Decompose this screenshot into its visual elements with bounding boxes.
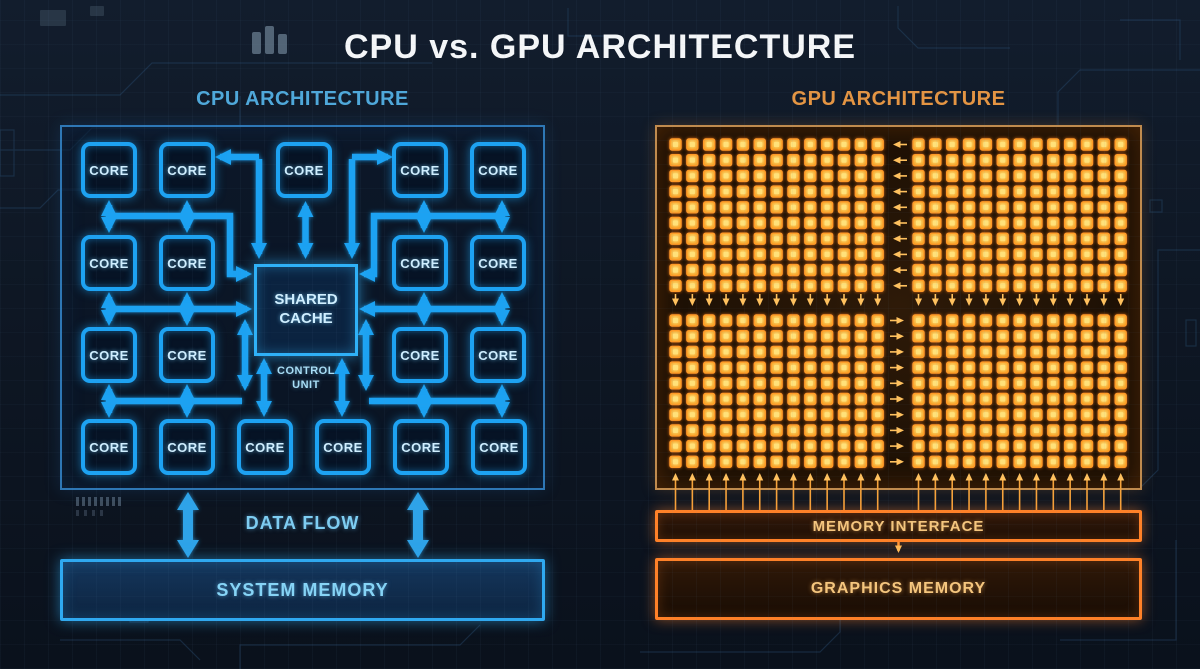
cpu-core: CORE — [315, 419, 371, 475]
data-flow-arrows — [177, 492, 429, 558]
cpu-core: CORE — [392, 327, 448, 383]
gpu-core-quadrant — [912, 138, 1127, 293]
cpu-core: CORE — [81, 419, 137, 475]
capacitor-cluster-icon — [40, 6, 287, 54]
graphics-memory-label: GRAPHICS MEMORY — [810, 580, 987, 597]
cpu-core: CORE — [276, 142, 332, 198]
gpu-core-quadrant — [669, 314, 884, 468]
cpu-core: CORE — [470, 327, 526, 383]
gpu-panel: MEMORY INTERFACE GRAPHICS MEMORY — [655, 125, 1142, 625]
cpu-core: CORE — [159, 235, 215, 291]
data-flow-label: DATA FLOW — [245, 513, 360, 533]
cpu-core: CORE — [159, 142, 215, 198]
gpu-core-quadrant — [669, 138, 884, 293]
cpu-core: CORE — [470, 142, 526, 198]
cpu-die: SHARED CACHE CONTROL UNIT CORE CORE CORE CO… — [60, 125, 545, 490]
shared-cache-block: SHARED CACHE — [254, 264, 358, 356]
cpu-core: CORE — [237, 419, 293, 475]
cpu-core: CORE — [159, 419, 215, 475]
system-memory-label: SYSTEM MEMORY — [216, 579, 389, 600]
gpu-core-grid — [669, 138, 1127, 553]
memory-interface-bar: MEMORY INTERFACE — [655, 510, 1142, 542]
cpu-core: CORE — [470, 235, 526, 291]
data-flow-arrow-right — [407, 492, 429, 558]
cpu-core: CORE — [81, 235, 137, 291]
system-memory-bar: SYSTEM MEMORY — [60, 559, 545, 621]
cpu-core: CORE — [393, 419, 449, 475]
gpu-core-quadrant — [912, 314, 1127, 468]
graphics-memory-bar: GRAPHICS MEMORY — [655, 558, 1142, 620]
gpu-section-heading: GPU ARCHITECTURE — [791, 88, 1006, 110]
cpu-core: CORE — [159, 327, 215, 383]
cpu-core: CORE — [392, 235, 448, 291]
control-unit-label: CONTROL UNIT — [277, 365, 335, 392]
memory-interface-label: MEMORY INTERFACE — [812, 517, 985, 535]
cpu-core: CORE — [471, 419, 527, 475]
cpu-core: CORE — [81, 142, 137, 198]
page-title: CPU vs. GPU ARCHITECTURE — [343, 28, 857, 66]
data-flow-arrow-left — [177, 492, 199, 558]
cpu-core: CORE — [392, 142, 448, 198]
solder-ticks-icon — [76, 497, 121, 516]
cpu-section-heading: CPU ARCHITECTURE — [196, 88, 409, 110]
cpu-interconnect-arrows — [101, 149, 510, 418]
cpu-core: CORE — [81, 327, 137, 383]
